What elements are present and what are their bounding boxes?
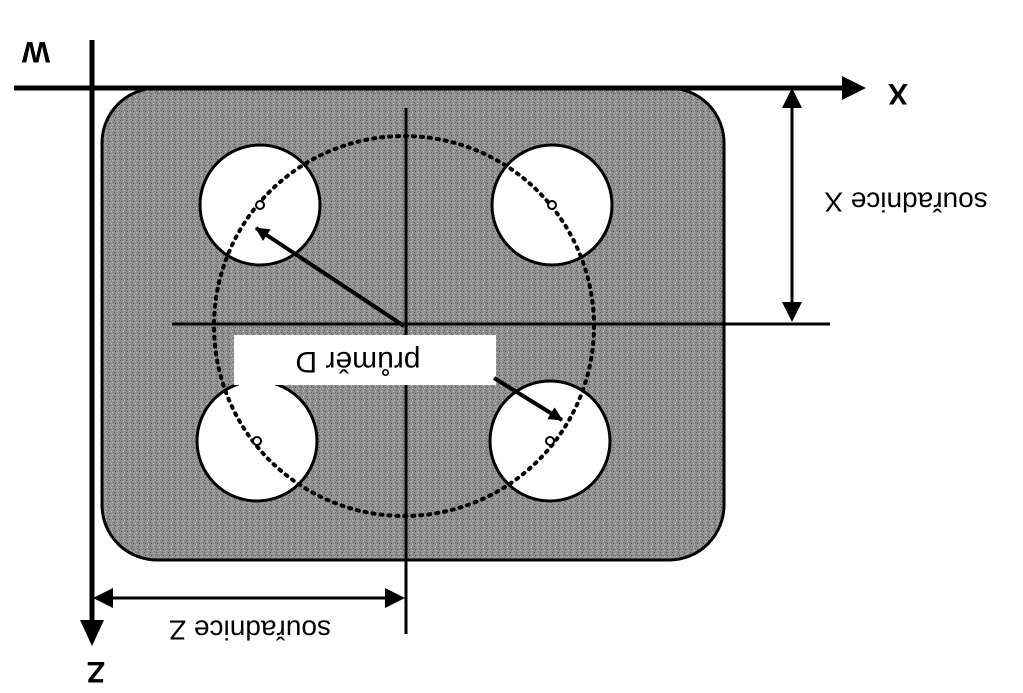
axis-z-label: Z [87,655,105,688]
z-axis-arrow-icon [80,620,104,646]
diameter-arrow-lower [492,376,564,422]
diameter-label: průměr D [295,345,420,378]
axis-x-label: X [888,77,908,110]
hole-center-mark [547,200,557,210]
x-axis-arrow-icon [842,76,866,100]
coord-z-label: souřadnice Z [169,615,331,646]
hole-center-mark [545,436,555,446]
coord-z-arrow-left-icon [93,588,113,608]
hole-center-mark [255,200,265,210]
coord-z-arrow-right-icon [385,588,405,608]
bolt-circle [212,134,596,518]
holes [195,143,614,503]
coord-x-label: souřadnice X [824,187,988,218]
coord-x-arrow-top-icon [782,88,802,108]
coord-x-arrow-bottom-icon [782,302,802,322]
diameter-arrow-upper [254,226,406,328]
axis-w-label: W [21,35,50,68]
diameter-label-box [234,335,496,385]
hole-centers [252,200,557,446]
hole-center-mark [252,436,262,446]
